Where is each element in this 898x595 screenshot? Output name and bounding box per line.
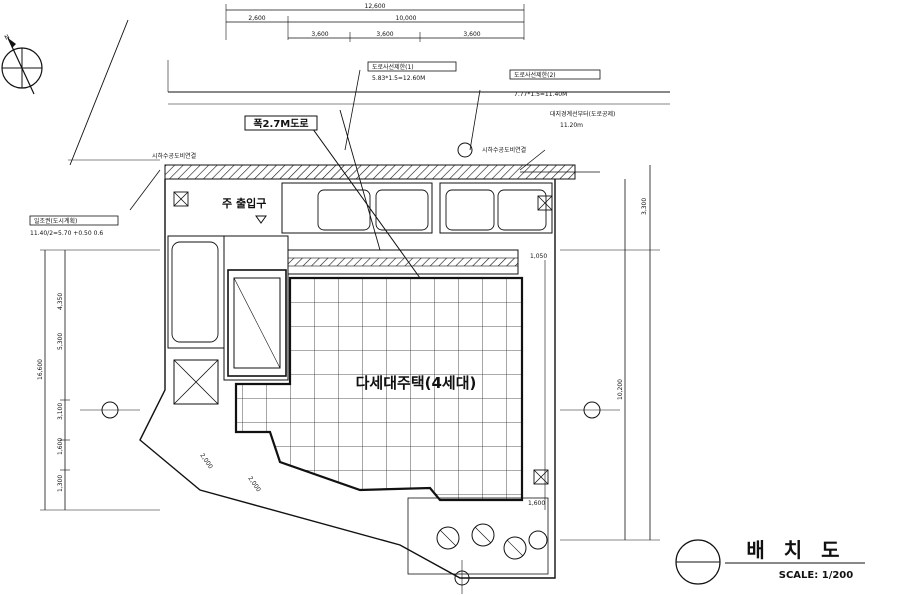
- site-boundary: [139, 179, 556, 579]
- top-dimensions: 12,600 2,600 10,000 3,600 3,600 3,600: [225, 3, 525, 42]
- building-label: 다세대주택(4세대): [356, 374, 477, 392]
- note-left-calc: 11.40/2=5.70 +0.50 0.6: [30, 230, 103, 237]
- note-setback-title: 대지경계선부터(도로공제): [550, 110, 615, 118]
- note-road-line-1-title: 도로사선제한(1): [372, 63, 414, 71]
- title-block: 배 치 도 SCALE: 1/200: [675, 538, 865, 585]
- dim-left-d: 1,600: [57, 438, 64, 455]
- dim-right-a: 3,300: [641, 198, 648, 215]
- dim-top-sub: 10,000: [396, 15, 417, 22]
- dim-side-1: 1,050: [530, 253, 547, 260]
- building-footprint: [234, 276, 524, 502]
- note-setback-value: 11.20m: [560, 122, 583, 129]
- dim-side-2: 1,600: [528, 500, 545, 507]
- dim-top-total: 12,600: [365, 3, 386, 10]
- scale-label: SCALE: 1/200: [779, 570, 853, 581]
- dim-left-a: 5,300: [57, 333, 64, 350]
- sewer-right-label: 시하수공도비연결: [482, 146, 526, 154]
- main-entrance-label: 주 출입구: [222, 196, 266, 210]
- axis-markers: [80, 142, 620, 594]
- setback-lines: [129, 69, 546, 279]
- sewer-left-label: 시하수공도비연결: [152, 152, 196, 160]
- note-road-line-1-calc: 5.83*1.5=12.60M: [372, 75, 425, 82]
- left-dimensions: 16,600 5,300 4,350 3,100 1,600 1,300: [37, 249, 160, 511]
- road: [68, 19, 670, 166]
- svg-text:N: N: [4, 33, 11, 41]
- dim-left-e: 1,300: [57, 475, 64, 492]
- road-width-label: 폭2.7M도로: [253, 118, 308, 130]
- note-road-line-2-title: 도로사선제한(2): [514, 71, 556, 79]
- dim-diag-1: 2,000: [198, 452, 214, 470]
- dim-top-c: 3,600: [463, 31, 480, 38]
- dim-left-total: 16,600: [37, 359, 44, 380]
- dim-top-left: 2,600: [248, 15, 265, 22]
- drain-markers: [173, 191, 553, 485]
- stair-core: [223, 235, 289, 381]
- note-left-title: 일조권(도시계획): [34, 217, 77, 225]
- dim-right-b: 10,200: [617, 379, 624, 400]
- dim-top-a: 3,600: [311, 31, 328, 38]
- landscape-trees: [407, 497, 549, 575]
- dim-diag-2: 2,000: [246, 475, 262, 493]
- dim-left-b: 4,350: [57, 293, 64, 310]
- dim-left-c: 3,100: [57, 403, 64, 420]
- note-road-line-2-calc: 7.77*1.5=11.40M: [514, 91, 567, 98]
- drawing-title: 배 치 도: [746, 538, 845, 562]
- setback-notes: 도로사선제한(1) 5.83*1.5=12.60M 도로사선제한(2) 7.77…: [29, 61, 615, 237]
- north-arrow-icon: N: [1, 33, 43, 95]
- dim-top-b: 3,600: [376, 31, 393, 38]
- entrance-arrow-icon: [255, 215, 267, 224]
- road-setback-strip: [164, 164, 576, 180]
